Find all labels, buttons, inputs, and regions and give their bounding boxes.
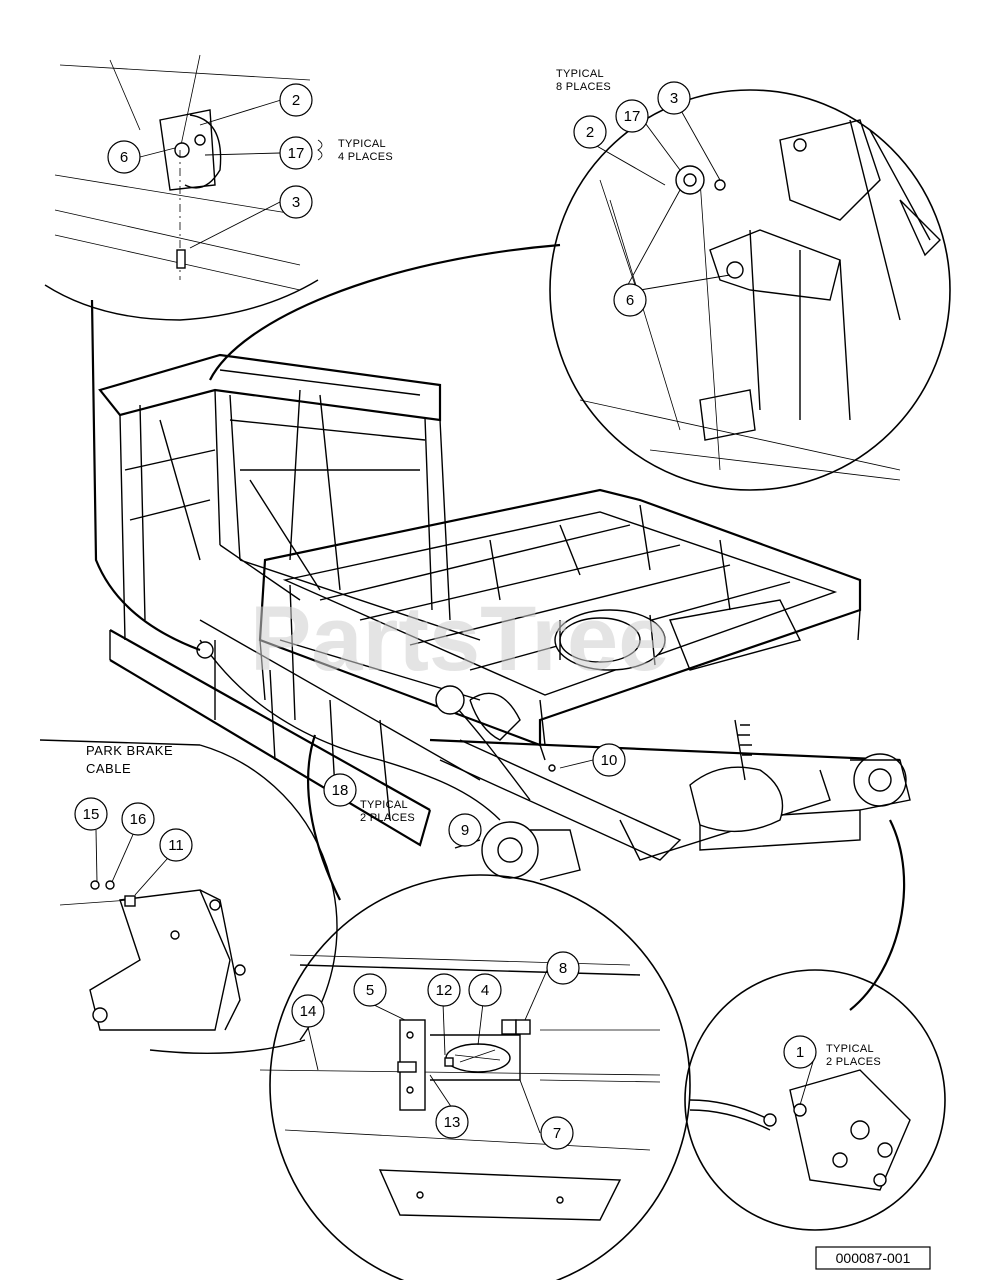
callout-14: 14 [291,994,325,1028]
label-park-brake-cable: PARK BRAKE CABLE [86,743,173,776]
callout-3-top-left: 3 [279,185,313,219]
svg-text:10: 10 [601,752,618,769]
svg-text:2: 2 [292,92,300,109]
svg-text:5: 5 [366,982,374,999]
detail-bottom-right [684,969,946,1231]
svg-text:TYPICAL: TYPICAL [826,1043,874,1055]
callout-7: 7 [540,1116,574,1150]
detail-leader-top [209,243,561,381]
note-typical-2-places-1: TYPICAL 2 PLACES [826,1043,881,1068]
callout-12: 12 [427,973,461,1007]
detail-bottom-center [259,874,691,1280]
callout-18: 18 [323,773,357,807]
svg-text:TYPICAL: TYPICAL [360,799,408,811]
callout-3-top-right: 3 [657,81,691,115]
svg-text:3: 3 [670,90,678,107]
svg-text:13: 13 [444,1114,461,1131]
watermark: PartsTree [250,588,669,690]
svg-text:6: 6 [120,149,128,166]
svg-text:15: 15 [83,806,100,823]
svg-text:12: 12 [436,982,453,999]
svg-text:16: 16 [130,811,147,828]
svg-text:7: 7 [553,1125,561,1142]
detail-top-right [549,89,951,491]
svg-text:2: 2 [586,124,594,141]
callout-6-top-left: 6 [107,140,141,174]
callout-15: 15 [74,797,108,831]
svg-text:6: 6 [626,292,634,309]
callout-1: 1 [783,1035,817,1069]
svg-text:000087-001: 000087-001 [836,1250,911,1266]
detail-top-left [44,50,320,652]
leader-lines [95,97,816,1134]
note-typical-2-places-18: TYPICAL 2 PLACES [360,799,415,824]
callout-13: 13 [435,1105,469,1139]
svg-text:2 PLACES: 2 PLACES [826,1056,881,1068]
main-frame-assembly [98,353,911,881]
svg-text:17: 17 [624,108,641,125]
detail-bottom-left [39,739,338,1055]
callout-9: 9 [448,813,482,847]
note-typical-4-places: TYPICAL 4 PLACES [317,138,393,163]
callout-5: 5 [353,973,387,1007]
callout-10: 10 [592,743,626,777]
svg-text:18: 18 [332,782,349,799]
callout-16: 16 [121,802,155,836]
svg-text:2 PLACES: 2 PLACES [360,812,415,824]
svg-text:9: 9 [461,822,469,839]
reference-number-box: 000087-001 [815,1246,931,1270]
svg-text:14: 14 [300,1003,317,1020]
callout-8: 8 [546,951,580,985]
callout-17-top-right: 17 [615,99,649,133]
svg-text:TYPICAL: TYPICAL [556,68,604,80]
svg-text:4: 4 [481,982,489,999]
detail-leader-bottom-left [307,734,341,901]
svg-text:3: 3 [292,194,300,211]
callout-4: 4 [468,973,502,1007]
detail-leader-bottom-right [849,819,906,1011]
svg-text:17: 17 [288,145,305,162]
callout-2-top-left: 2 [279,83,313,117]
svg-text:4 PLACES: 4 PLACES [338,151,393,163]
svg-text:TYPICAL: TYPICAL [338,138,386,150]
svg-text:CABLE: CABLE [86,761,131,776]
note-typical-8-places: TYPICAL 8 PLACES [556,68,611,93]
svg-text:11: 11 [168,837,184,854]
callout-2-top-right: 2 [573,115,607,149]
svg-text:8: 8 [559,960,567,977]
callout-11: 11 [159,828,193,862]
svg-text:1: 1 [796,1044,804,1061]
svg-text:PARK BRAKE: PARK BRAKE [86,743,173,758]
callout-6-top-right: 6 [613,283,647,317]
svg-text:8 PLACES: 8 PLACES [556,81,611,93]
callout-17-top-left: 17 [279,136,313,170]
